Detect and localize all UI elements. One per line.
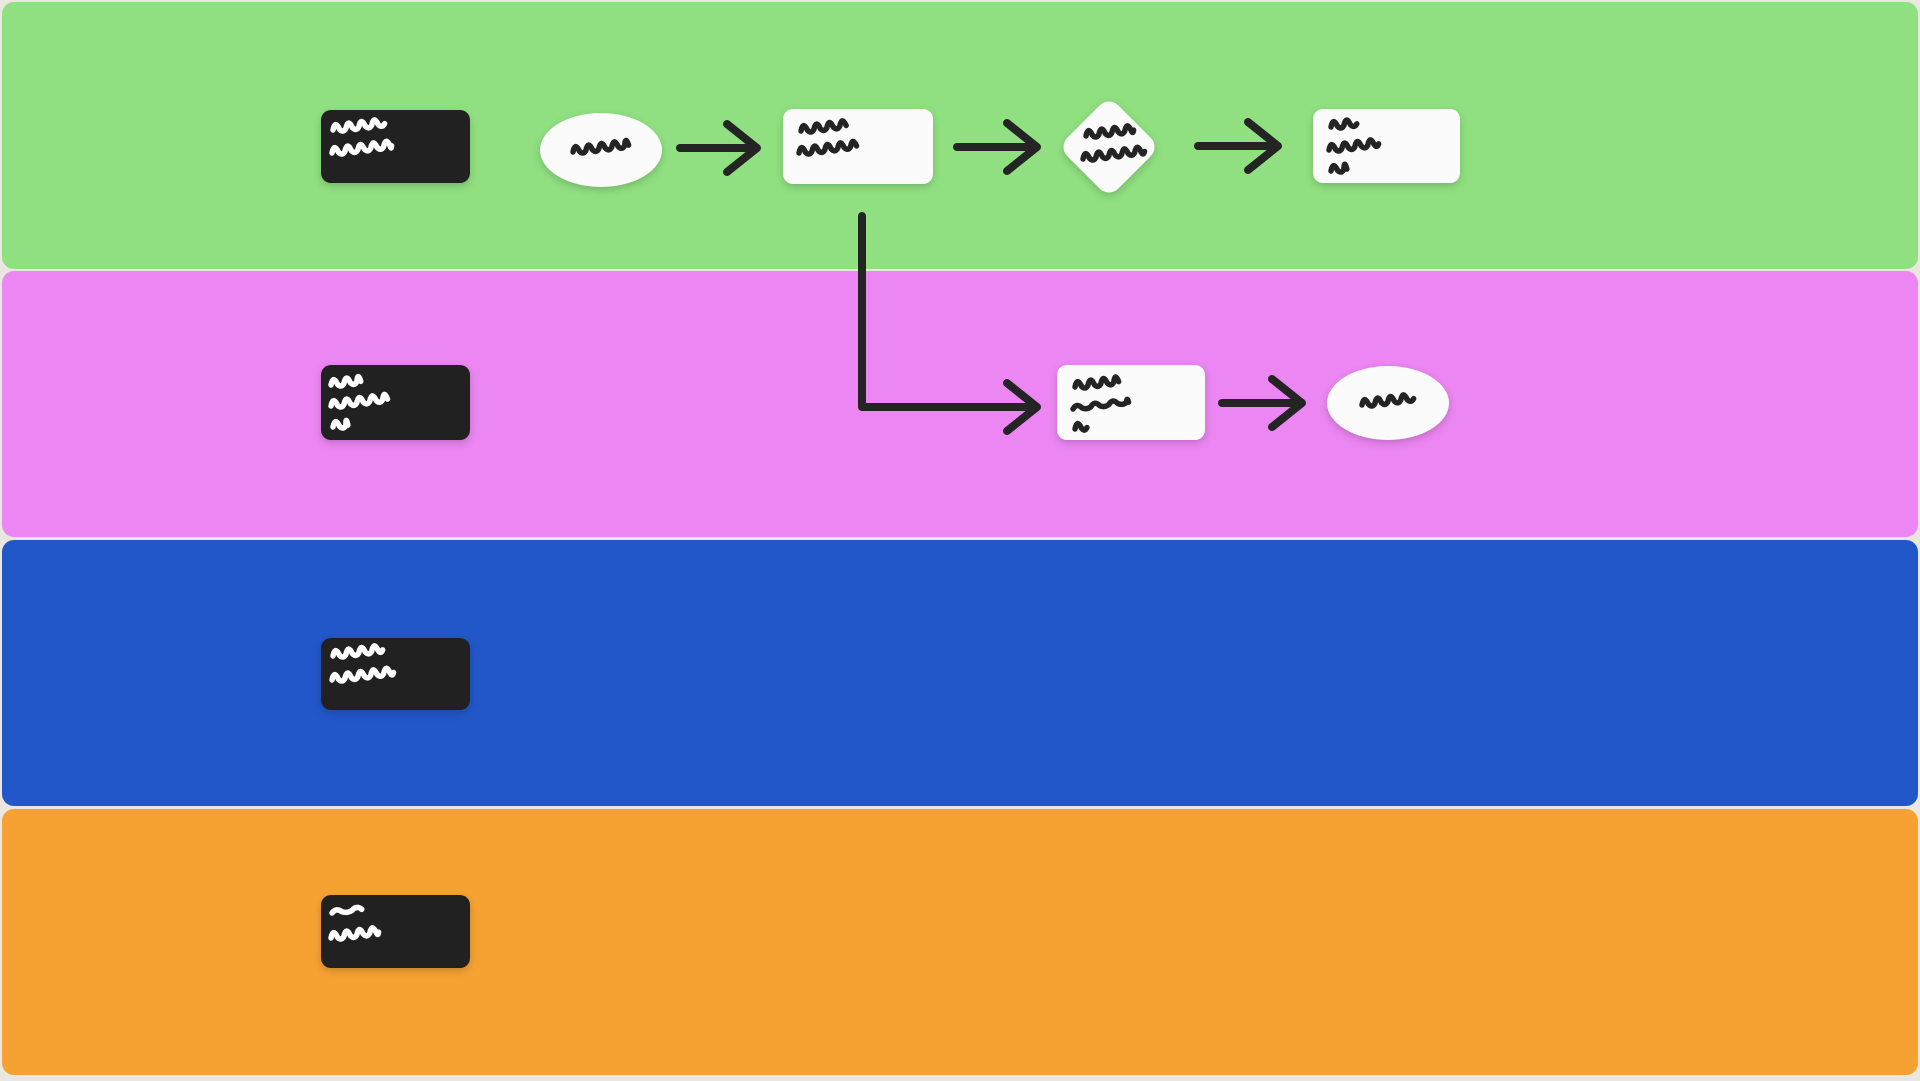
scribble-text (330, 643, 386, 660)
scribble-text (329, 138, 395, 157)
scribble-text (329, 665, 397, 684)
arrow-diamond-to-rect2[interactable] (1194, 118, 1282, 174)
decision-diamond[interactable] (1058, 96, 1160, 198)
arrow-rect3-to-end[interactable] (1218, 375, 1306, 431)
scribble-text (1359, 392, 1417, 409)
arrow-start-to-rect1[interactable] (676, 120, 761, 176)
arrow-rect1-to-diamond[interactable] (953, 119, 1041, 175)
arrow-rect1-branch-to-rect3[interactable] (858, 212, 1041, 435)
scribble-text (330, 417, 351, 431)
arrowhead-icon (723, 120, 761, 176)
lane-3-label-card[interactable] (321, 638, 470, 710)
lane-4-label-card[interactable] (321, 895, 470, 968)
process-rect-2[interactable] (1313, 109, 1460, 183)
arrowhead-icon (1003, 119, 1041, 175)
scribble-text (329, 904, 365, 916)
scribble-text (328, 373, 364, 389)
process-rect-3[interactable] (1057, 365, 1205, 440)
arrowhead-icon (1244, 118, 1282, 174)
start-ellipse[interactable] (540, 113, 662, 187)
scribble-text (328, 925, 382, 942)
arrowhead-icon (1268, 375, 1306, 431)
lane-2-label-card[interactable] (321, 365, 470, 440)
process-rect-1[interactable] (783, 109, 933, 184)
label-card-shape (321, 895, 470, 968)
scribble-text (798, 118, 849, 135)
connector-line (858, 212, 1035, 411)
diamond-shape (1063, 101, 1155, 193)
scribble-text (328, 391, 391, 410)
scribble-text (570, 137, 632, 156)
scribble-text (1328, 161, 1350, 175)
scribble-text (330, 117, 388, 134)
scribble-text (1080, 144, 1148, 163)
scribble-text (1328, 117, 1360, 131)
scribble-text (1070, 396, 1132, 412)
scribble-text (1083, 123, 1137, 140)
scribble-text (1326, 137, 1382, 154)
arrowhead-icon (1003, 379, 1041, 435)
end-ellipse[interactable] (1327, 366, 1449, 440)
label-card-shape (321, 110, 470, 183)
scribble-text (1072, 420, 1090, 433)
scribble-text (1072, 374, 1122, 391)
lane-1-label-card[interactable] (321, 110, 470, 183)
scribble-text (796, 138, 860, 157)
